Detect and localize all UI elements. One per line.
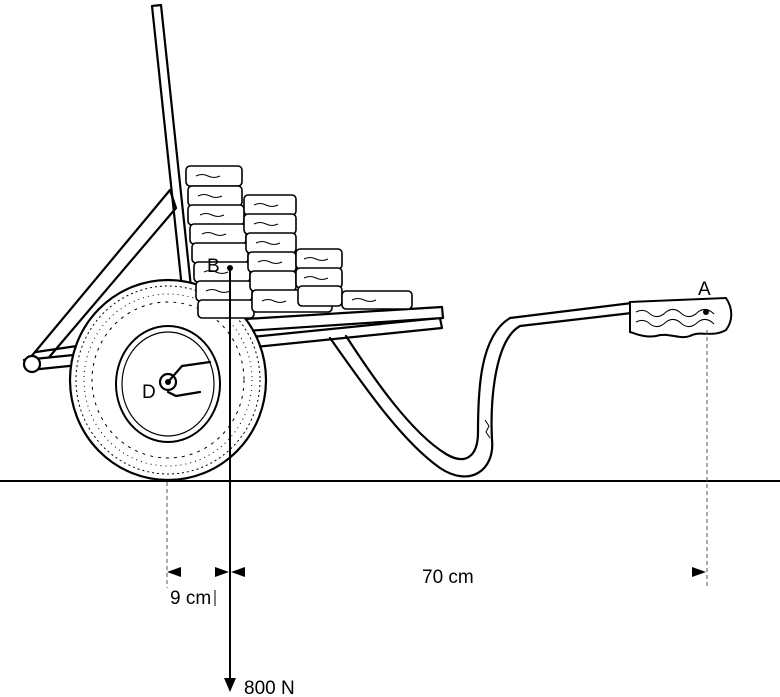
wheel	[68, 278, 268, 482]
dimension-arrows	[167, 567, 706, 577]
point-a-label: A	[698, 279, 711, 300]
point-b-label: B	[207, 256, 220, 277]
point-d-label: D	[142, 382, 156, 403]
distance-db-label: 9 cm	[170, 588, 211, 609]
distance-ba-label: 70 cm	[422, 567, 474, 588]
force-label: 800 N	[244, 678, 295, 697]
handle-grip	[629, 296, 733, 339]
force-arrow	[224, 678, 236, 692]
bricks-load	[185, 165, 413, 319]
